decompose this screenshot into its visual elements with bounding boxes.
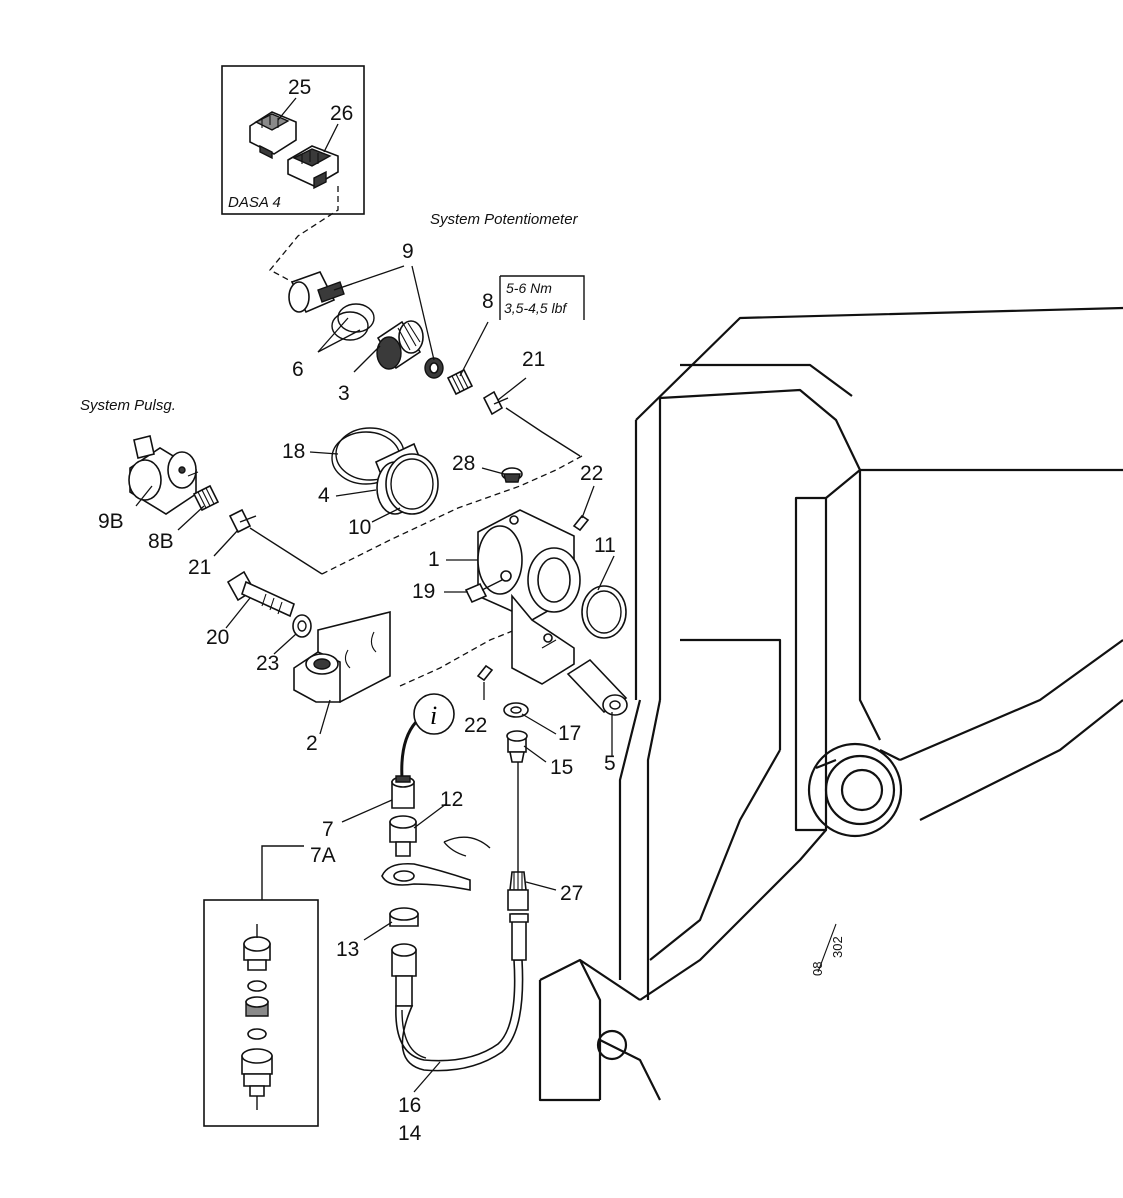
adapter-3 [376,320,424,370]
callout-9b: 9B [98,510,124,533]
callout-5: 5 [604,752,616,775]
info-symbol: i [400,693,455,779]
torque-lbf: 3,5-4,5 lbf [504,300,568,316]
screw-21-top [482,390,509,416]
screw-21-left [228,508,257,534]
callout-12: 12 [440,788,463,811]
callout-18: 18 [282,440,305,463]
callout-28: 28 [452,452,475,475]
washer-13 [389,907,419,927]
washer-23 [292,614,312,638]
callout-13: 13 [336,938,359,961]
fitting-15 [506,730,528,763]
callout-15: 15 [550,756,573,779]
potentiometer-cable-dashed [268,186,339,287]
hose-end-fitting [509,913,529,961]
inset-7a-fitting-bottom [241,1048,273,1110]
screw-28 [501,467,523,483]
inset-7a-seal [245,996,269,1017]
drawing-ref-a: 08 [810,962,825,976]
callout-8b: 8B [148,530,174,553]
set-screw-22-bottom [476,664,494,682]
callout-22-top: 22 [580,462,603,485]
machine-frame [538,306,1123,1102]
hose-16-highlight [401,1009,427,1059]
drawing-reference: 08 302 [810,923,845,976]
screw-19 [464,579,503,604]
spring-8 [446,368,474,396]
hose-fitting-14 [391,943,417,1007]
bracket-2 [293,610,391,704]
callout-11: 11 [594,534,616,557]
torque-spec: 5-6 Nm 3,5-4,5 lbf [499,275,585,320]
callout-21-left: 21 [188,556,211,579]
bushing-5 [566,658,628,716]
inset-7a-oring-bottom [247,1028,267,1040]
inset-7a [203,845,319,1127]
spring-8b [192,484,220,512]
callout-26: 26 [330,102,353,125]
callout-20: 20 [206,626,229,649]
callout-6: 6 [292,358,304,381]
callout-16: 16 [398,1094,421,1117]
drawing-ref-b: 302 [830,936,845,958]
pulsg-cable [249,527,323,575]
callout-1: 1 [428,548,440,571]
bolt-20 [226,570,295,618]
callout-19: 19 [412,580,435,603]
connector-26 [287,145,339,190]
callout-25: 25 [288,76,311,99]
torque-nm: 5-6 Nm [506,280,552,296]
callout-23: 23 [256,652,279,675]
callout-17: 17 [558,722,581,745]
callout-9: 9 [402,240,414,263]
callout-27: 27 [560,882,583,905]
inset-7a-oring-top [247,980,267,992]
fitting-7 [391,775,415,809]
control-cable-dashed [321,455,583,575]
info-letter: i [430,701,437,730]
system-potentiometer-label: System Potentiometer [430,211,579,228]
nut-9 [424,357,444,379]
callout-8: 8 [482,290,494,313]
system-pulsg-label: System Pulsg. [80,397,176,414]
callout-3: 3 [338,382,350,405]
washer-17 [503,702,529,718]
callout-7: 7 [322,818,334,841]
potentiometer-cable [505,407,581,457]
nut-12 [389,815,417,857]
callout-21-top: 21 [522,348,545,371]
callout-14: 14 [398,1122,422,1145]
callout-4: 4 [318,484,330,507]
callout-10: 10 [348,516,371,539]
capillary-connector-27 [507,871,529,911]
set-screw-22-top [572,514,590,532]
inset-7a-fitting-top [243,924,271,971]
o-ring-10 [385,453,439,515]
clamp-plate [381,836,491,891]
sensor-housing-1 [477,509,581,685]
dasa-label: DASA 4 [228,194,281,211]
retaining-ring-6 [331,303,375,341]
o-ring-11 [581,585,627,639]
callout-2: 2 [306,732,318,755]
bracket-cable-dashed [399,627,521,687]
connector-25 [249,111,297,160]
hose-16 [395,959,524,1072]
pulse-generator-9b [128,435,199,515]
callout-7a: 7A [310,844,336,867]
potentiometer-9 [288,271,353,314]
callout-22-bottom: 22 [464,714,487,737]
dasa-inset: DASA 4 25 26 [221,65,365,215]
